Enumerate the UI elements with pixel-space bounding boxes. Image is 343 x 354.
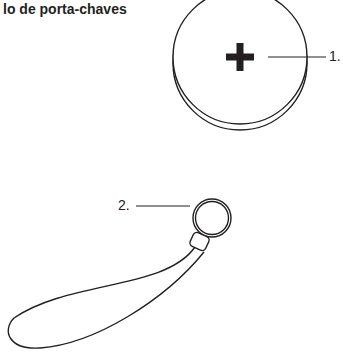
- callout-number: 2.: [118, 198, 130, 213]
- key-ring: [196, 202, 229, 235]
- strap-loop: [8, 247, 204, 348]
- leader-line: [268, 57, 326, 58]
- battery-face: [173, 0, 307, 124]
- strap-sleeve: [189, 231, 211, 252]
- keyring-strap: [8, 199, 231, 348]
- callout-number: 1.: [329, 49, 341, 64]
- plus-symbol: [226, 54, 254, 61]
- leader-line: [136, 206, 190, 207]
- key-ring: [193, 199, 231, 237]
- coin-battery: [173, 0, 307, 130]
- title: lo de porta-chaves: [3, 2, 127, 17]
